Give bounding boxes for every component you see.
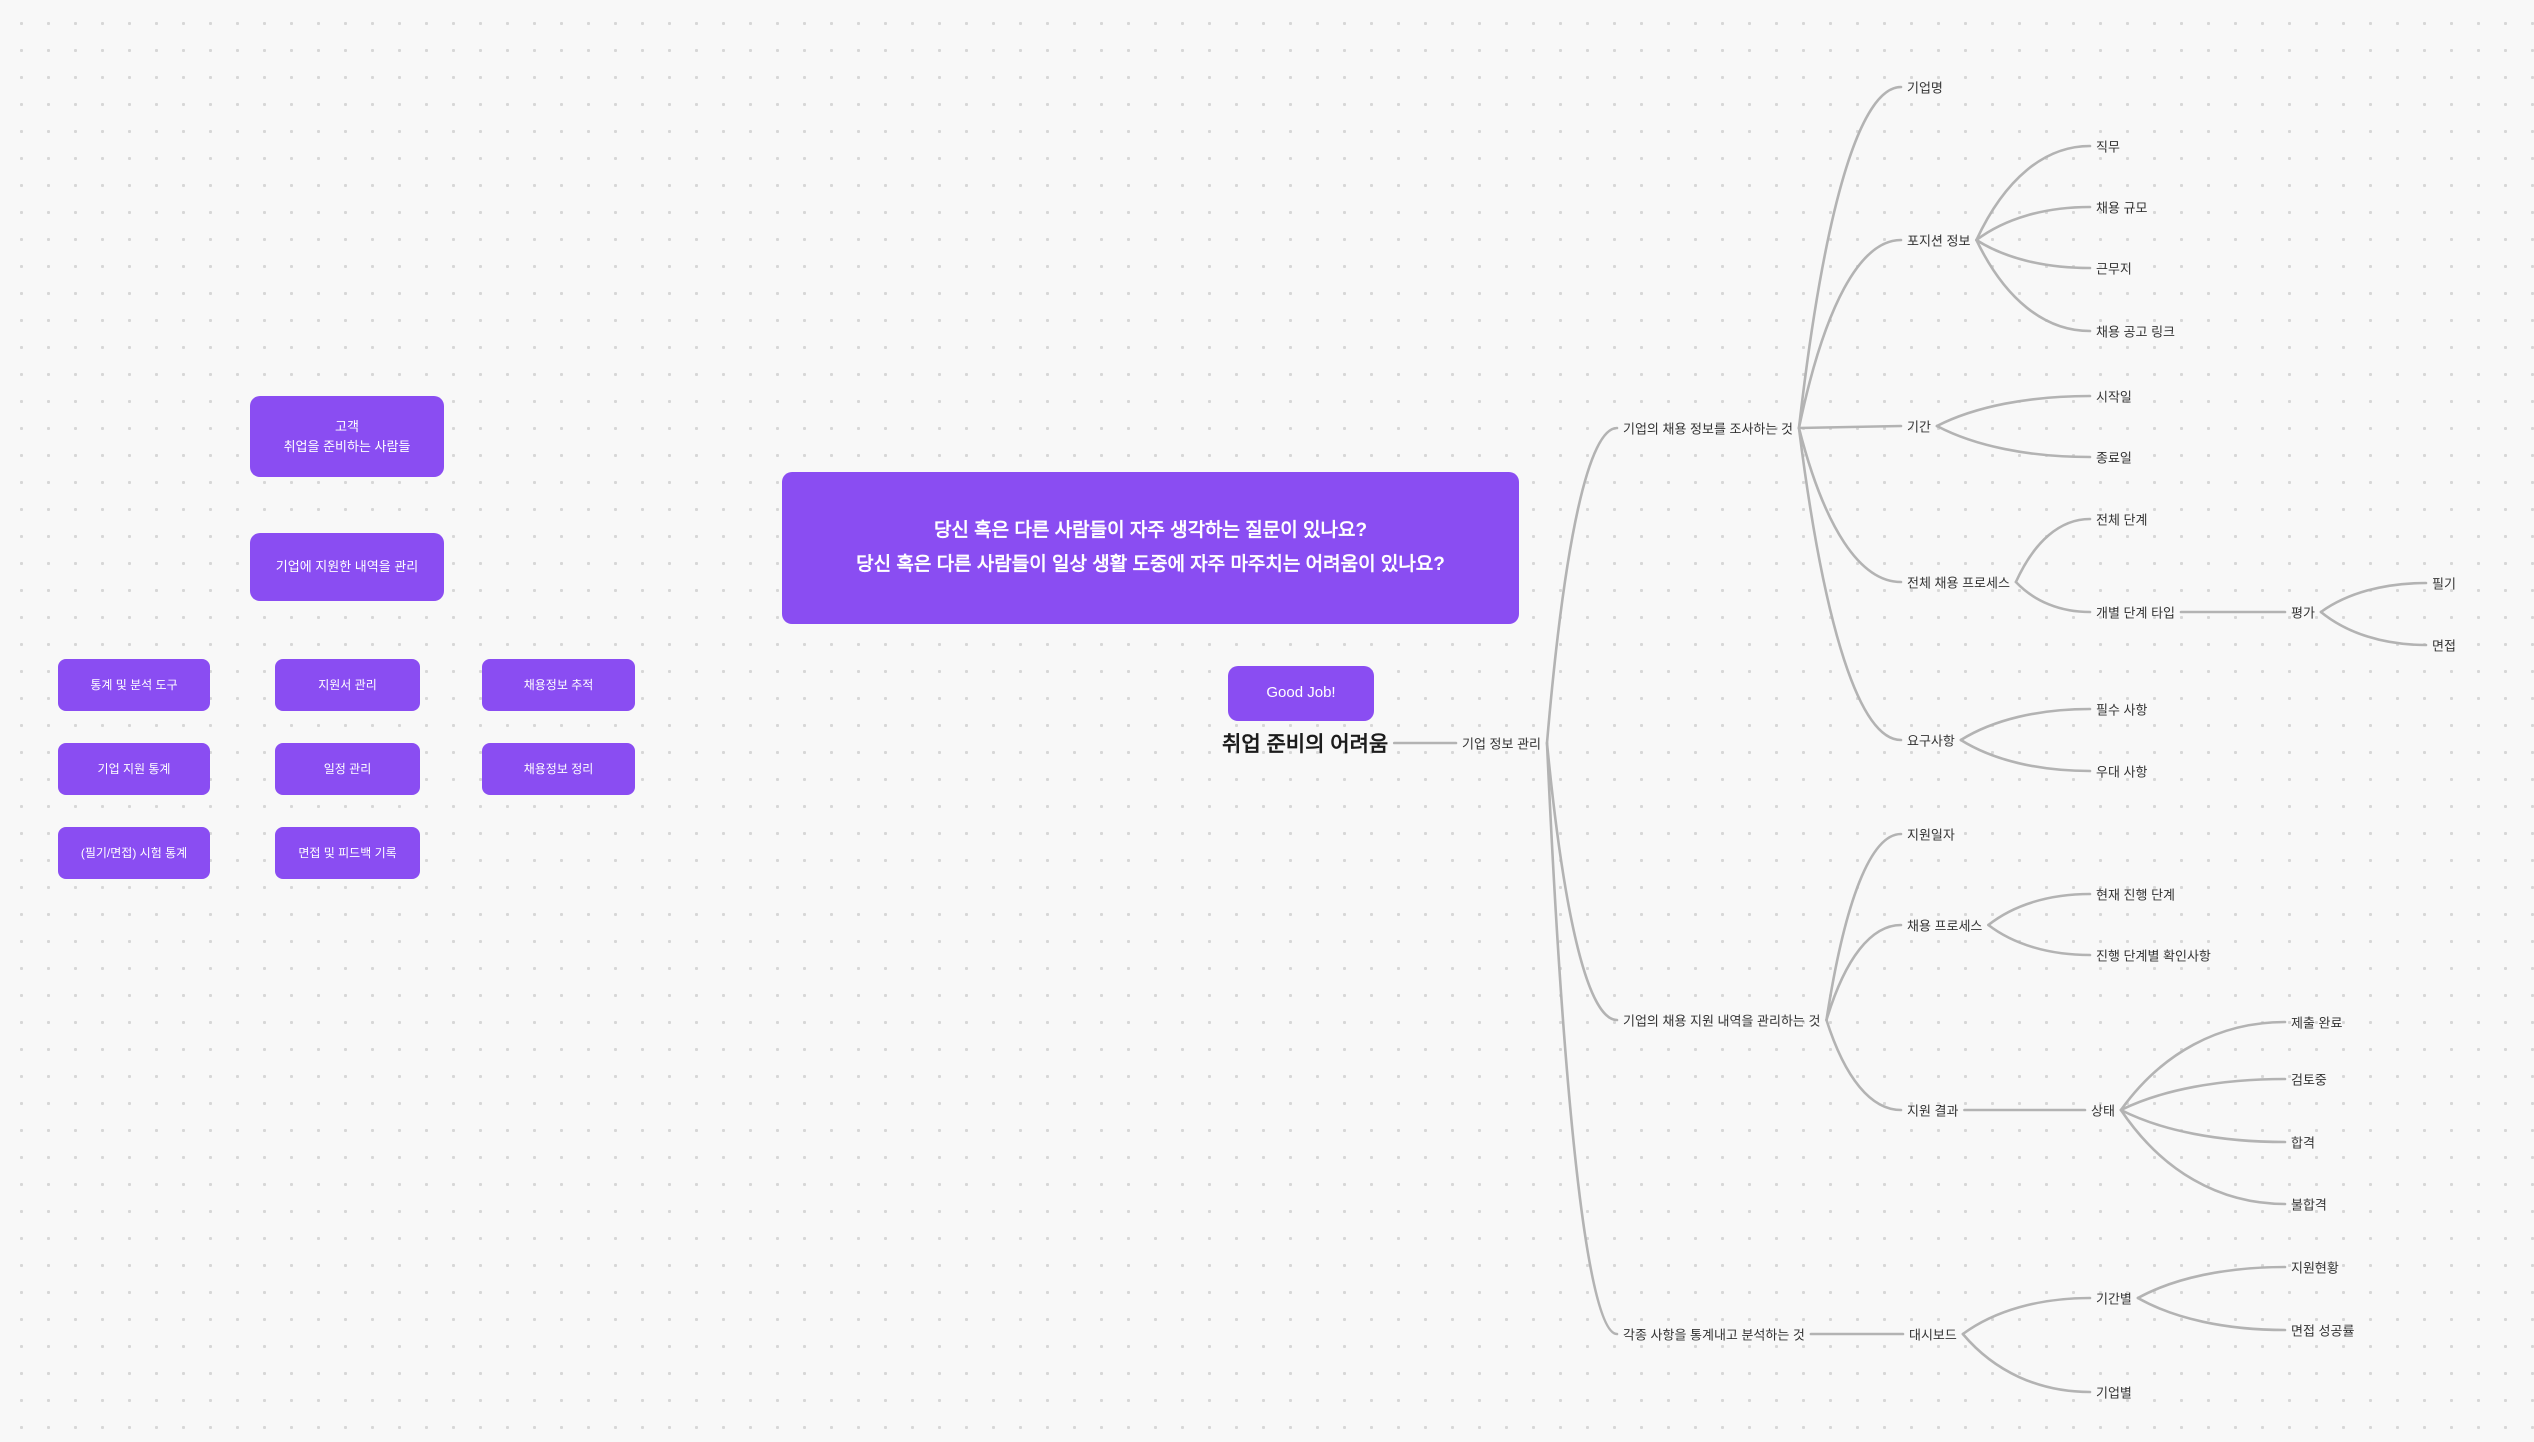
mindmap-edge	[1825, 1018, 1903, 1112]
mindmap-edge	[2319, 610, 2428, 647]
mindmap-edge	[1797, 426, 1903, 584]
mindmap-edge	[1959, 707, 2092, 742]
feature-card-exam-stats[interactable]: (필기/면접) 시험 통계	[58, 827, 210, 879]
persona-card-line1: 고객	[335, 419, 359, 434]
mindmap-node-b3[interactable]: 지원 결과	[1907, 1103, 1959, 1119]
mindmap-edge	[1987, 892, 2092, 927]
feature-card-label: 면접 및 피드백 기록	[298, 846, 397, 860]
mindmap-edge	[1545, 741, 1619, 1022]
mindmap-node-a4_2_1_2[interactable]: 면접	[2432, 638, 2456, 654]
mindmap-edge	[2119, 1020, 2287, 1112]
manage-card[interactable]: 기업에 지원한 내역을 관리	[250, 533, 444, 601]
mindmap-node-a5_1[interactable]: 필수 사항	[2096, 702, 2148, 718]
mindmap-node-c[interactable]: 각종 사항을 통계내고 분석하는 것	[1623, 1327, 1805, 1343]
mindmap-node-a1[interactable]: 기업명	[1907, 80, 1943, 96]
mindmap-edge	[1797, 426, 1903, 742]
mindmap-edge	[2014, 580, 2092, 614]
mindmap-edge	[1797, 238, 1903, 430]
mindmap-edge	[1975, 238, 2092, 270]
mindmap-edge	[1935, 394, 2092, 428]
mindmap-node-a2_1[interactable]: 직무	[2096, 139, 2120, 155]
mindmap-edge	[2319, 581, 2428, 614]
question-card[interactable]: 당신 혹은 다른 사람들이 자주 생각하는 질문이 있나요? 당신 혹은 다른 …	[782, 472, 1519, 624]
feature-card-schedule-management[interactable]: 일정 관리	[275, 743, 420, 795]
mindmap-edge	[2014, 517, 2092, 584]
mindmap-node-a4_2_1_1[interactable]: 필기	[2432, 576, 2456, 592]
mindmap-edge	[2119, 1077, 2287, 1112]
mindmap-edge	[1959, 738, 2092, 773]
mindmap-edge	[1797, 424, 1903, 430]
mindmap-edge	[1961, 1296, 2092, 1336]
mindmap-node-b[interactable]: 기업의 채용 지원 내역을 관리하는 것	[1623, 1013, 1821, 1029]
mindmap-edge	[1935, 424, 2092, 459]
mindmap-node-a3[interactable]: 기간	[1907, 419, 1931, 435]
feature-card-job-info-organize[interactable]: 채용정보 정리	[482, 743, 635, 795]
mindmap-node-a2_3[interactable]: 근무지	[2096, 261, 2132, 277]
mindmap-node-a4_2[interactable]: 개별 단계 타입	[2096, 605, 2175, 621]
feature-card-label: 지원서 관리	[318, 678, 377, 692]
mindmap-node-info[interactable]: 기업 정보 관리	[1462, 736, 1541, 752]
mindmap-node-a2_4[interactable]: 채용 공고 링크	[2096, 324, 2175, 340]
question-card-line2: 당신 혹은 다른 사람들이 일상 생활 도중에 자주 마주치는 어려움이 있나요…	[856, 554, 1445, 575]
feature-card-application-management[interactable]: 지원서 관리	[275, 659, 420, 711]
persona-card[interactable]: 고객 취업을 준비하는 사람들	[250, 396, 444, 477]
feature-card-label: 기업 지원 통계	[97, 762, 171, 776]
good-job-button[interactable]: Good Job!	[1228, 666, 1374, 721]
feature-card-stats-tools[interactable]: 통계 및 분석 도구	[58, 659, 210, 711]
good-job-label: Good Job!	[1266, 684, 1336, 702]
mindmap-node-c1_1[interactable]: 기간별	[2096, 1291, 2132, 1307]
mindmap-edge	[1545, 741, 1619, 1336]
mindmap-node-a2[interactable]: 포지션 정보	[1907, 233, 1971, 249]
feature-card-label: 채용정보 추적	[523, 678, 594, 692]
mindmap-edge	[1825, 923, 1903, 1022]
mindmap-node-root[interactable]: 취업 준비의 어려움	[1222, 733, 1389, 756]
mindmap-node-c1_2[interactable]: 기업별	[2096, 1385, 2132, 1401]
feature-card-label: 통계 및 분석 도구	[90, 678, 178, 692]
mindmap-node-a5[interactable]: 요구사항	[1907, 733, 1955, 749]
mindmap-node-b3_1_4[interactable]: 불합격	[2291, 1197, 2327, 1213]
mindmap-edge	[1975, 238, 2092, 333]
mindmap-node-a5_2[interactable]: 우대 사항	[2096, 764, 2148, 780]
mindmap-edge	[2119, 1108, 2287, 1206]
mindmap-edge	[2136, 1265, 2287, 1300]
mindmap-node-b3_1_2[interactable]: 검토중	[2291, 1072, 2327, 1088]
mindmap-node-a3_2[interactable]: 종료일	[2096, 450, 2132, 466]
mindmap-edge	[1825, 832, 1903, 1022]
mindmap-node-c1_1_2[interactable]: 면접 성공률	[2291, 1323, 2355, 1339]
feature-card-company-apply-stats[interactable]: 기업 지원 통계	[58, 743, 210, 795]
feature-card-interview-feedback[interactable]: 면접 및 피드백 기록	[275, 827, 420, 879]
question-card-line1: 당신 혹은 다른 사람들이 자주 생각하는 질문이 있나요?	[933, 519, 1368, 541]
mindmap-edge	[1961, 1332, 2092, 1394]
mindmap-edge	[1987, 923, 2092, 957]
feature-card-job-info-tracking[interactable]: 채용정보 추적	[482, 659, 635, 711]
mindmap-node-a[interactable]: 기업의 채용 정보를 조사하는 것	[1623, 421, 1793, 437]
mindmap-edge	[1975, 205, 2092, 242]
mindmap-node-b3_1_1[interactable]: 제출 완료	[2291, 1015, 2343, 1031]
mindmap-node-b3_1_3[interactable]: 합격	[2291, 1135, 2315, 1151]
mindmap-edge	[2136, 1296, 2287, 1332]
mindmap-node-b2[interactable]: 채용 프로세스	[1907, 918, 1983, 934]
mindmap-node-b2_2[interactable]: 진행 단계별 확인사항	[2096, 948, 2211, 964]
mindmap-edge	[1545, 426, 1619, 745]
mindmap-node-b1[interactable]: 지원일자	[1907, 827, 1955, 843]
mindmap-node-a2_2[interactable]: 채용 규모	[2096, 200, 2148, 216]
mindmap-node-a4_1[interactable]: 전체 단계	[2096, 512, 2148, 528]
feature-card-label: 일정 관리	[323, 762, 372, 776]
mindmap-node-a4_2_1[interactable]: 평가	[2291, 605, 2315, 621]
mindmap-node-a4[interactable]: 전체 채용 프로세스	[1907, 575, 2010, 591]
mindmap-node-c1_1_1[interactable]: 지원현황	[2291, 1260, 2339, 1276]
mindmap-node-a3_1[interactable]: 시작일	[2096, 389, 2132, 405]
mindmap-edge	[1797, 85, 1903, 430]
feature-card-label: (필기/면접) 시험 통계	[80, 846, 188, 860]
mindmap-node-b3_1[interactable]: 상태	[2091, 1103, 2115, 1119]
mindmap-edge	[1975, 144, 2092, 242]
mindmap-edge	[2119, 1108, 2287, 1144]
mindmap-node-c1[interactable]: 대시보드	[1909, 1327, 1957, 1343]
mindmap-node-b2_1[interactable]: 현재 진행 단계	[2096, 887, 2175, 903]
manage-card-label: 기업에 지원한 내역을 관리	[275, 559, 419, 575]
persona-card-line2: 취업을 준비하는 사람들	[283, 438, 411, 454]
feature-card-label: 채용정보 정리	[523, 762, 594, 776]
